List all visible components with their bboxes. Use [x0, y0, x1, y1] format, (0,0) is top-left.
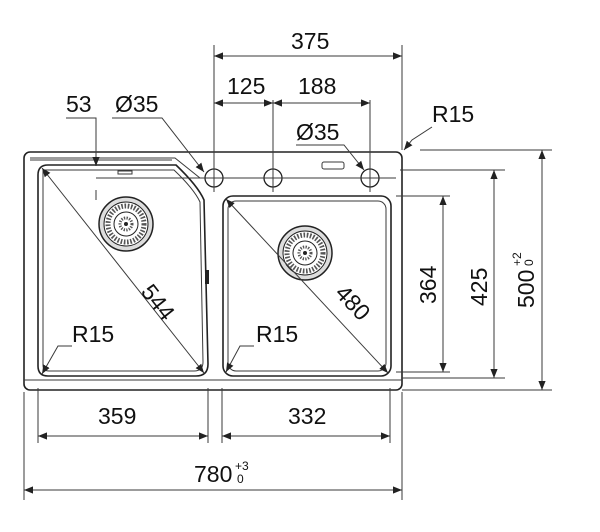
- dim-tap-spacing-1: 125: [227, 73, 265, 99]
- overflow-slot: [321, 161, 345, 170]
- dim-big-bowl-width: 359: [98, 403, 136, 429]
- strainer-drain-icon: [277, 225, 333, 281]
- dim-big-bowl-depth: 425: [466, 268, 492, 306]
- dim-tap-hole-dia-1: Ø35: [115, 91, 158, 117]
- dimension-lines: [24, 52, 546, 494]
- side-hole: [205, 270, 209, 284]
- dim-big-bowl-diagonal: 544: [136, 279, 180, 325]
- overflow-slot-small: [117, 170, 133, 175]
- dim-tap-spacing-2: 188: [298, 73, 336, 99]
- tap-hole-crosshair-icon: [356, 164, 384, 192]
- dim-small-bowl-width: 332: [288, 403, 326, 429]
- dim-overall-width-tol-lower: 0: [237, 472, 244, 486]
- dim-overall-width: 780: [194, 461, 232, 487]
- dim-drain-offset: 53: [66, 91, 92, 117]
- dim-tap-zone-width: 375: [291, 28, 329, 54]
- strainer-drain-icon: [98, 196, 154, 252]
- tap-hole-crosshair-icon: [259, 164, 287, 192]
- dim-overall-depth-tol-upper: +2: [510, 252, 524, 266]
- dim-corner-radius-outer: R15: [432, 101, 474, 127]
- dim-overall-width-tol-upper: +3: [235, 459, 249, 473]
- sink-outline: [23, 151, 403, 391]
- dim-small-bowl-depth: 364: [415, 265, 441, 304]
- dim-corner-radius-small: R15: [256, 321, 298, 347]
- dim-tap-hole-dia-2: Ø35: [296, 119, 339, 145]
- dim-overall-depth: 500: [513, 270, 539, 308]
- dim-overall-depth-tol-lower: 0: [522, 259, 536, 266]
- dim-corner-radius-big: R15: [72, 321, 114, 347]
